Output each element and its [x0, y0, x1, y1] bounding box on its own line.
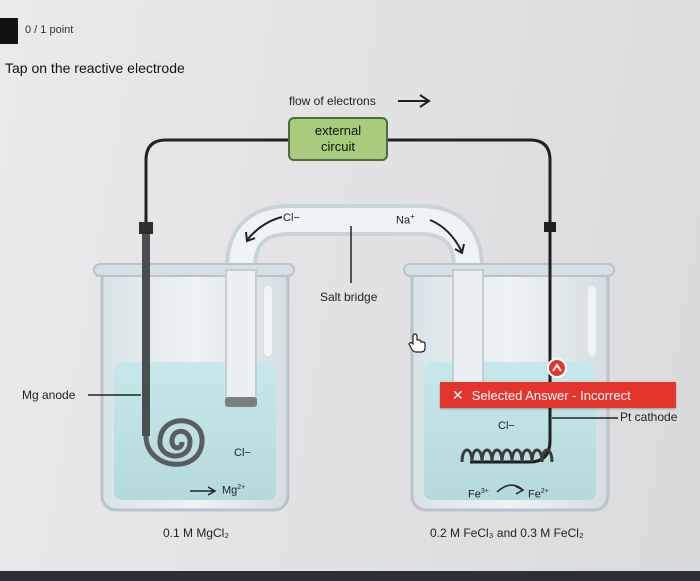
- na-arrow: [429, 219, 465, 255]
- feedback-banner: ✕ Selected Answer - Incorrect: [440, 382, 676, 408]
- question-prompt: Tap on the reactive electrode: [5, 60, 185, 76]
- left-solution-label: 0.1 M MgCl₂: [163, 526, 230, 540]
- bridge-left-plug: [225, 397, 257, 407]
- left-beaker-rim: [93, 263, 295, 277]
- question-marker: [0, 18, 18, 44]
- right-beaker-rim: [403, 263, 615, 277]
- hand-cursor-icon: [408, 333, 426, 353]
- fe2-ion-charge: 2+: [540, 488, 549, 495]
- right-solution-label: 0.2 M FeCl₃ and 0.3 M FeCl₂: [430, 526, 584, 540]
- fe3-ion-label: Fe3+: [468, 488, 489, 501]
- mg-anode-label: Mg anode: [22, 388, 76, 402]
- score-text: 0 / 1 point: [25, 24, 74, 36]
- salt-bridge-tube-inner: [229, 208, 480, 400]
- flow-arrow: [398, 94, 431, 108]
- close-icon: ✕: [452, 386, 464, 403]
- right-wire: [386, 138, 552, 226]
- mg-electrode-rod[interactable]: [142, 226, 150, 436]
- pt-electrode-wire[interactable]: [470, 226, 552, 464]
- external-circuit-label-line2: circuit: [321, 139, 355, 154]
- mg-ion-charge: 2+: [237, 484, 246, 491]
- left-cl-ion-label: Cl−: [234, 447, 251, 459]
- left-beaker-shine: [264, 286, 272, 356]
- fe3-ion-charge: 3+: [480, 488, 489, 495]
- cl-arrow: [245, 216, 283, 243]
- feedback-text: Selected Answer - Incorrect: [471, 387, 631, 403]
- bridge-na-charge: +: [410, 212, 415, 221]
- pt-cathode-label: Pt cathode: [620, 410, 678, 424]
- selection-marker[interactable]: [547, 358, 567, 378]
- fe-conversion-arrow: [496, 484, 525, 495]
- bridge-cl-label: Cl−: [283, 212, 300, 224]
- mg-electrode-clip: [139, 222, 153, 234]
- mg-ion-arrow: [190, 486, 217, 496]
- bridge-left-leg: [225, 269, 257, 401]
- bottom-edge: [0, 571, 700, 581]
- mg-spiral[interactable]: [143, 418, 205, 467]
- selection-marker-icon: [552, 363, 562, 372]
- mg-ion-label: Mg2+: [222, 484, 246, 497]
- external-circuit-box: [288, 117, 388, 161]
- pt-coil[interactable]: [460, 448, 554, 463]
- external-circuit-label-line1: external: [315, 123, 361, 138]
- right-beaker-shine: [588, 286, 596, 356]
- fe2-ion-label: Fe2+: [528, 488, 549, 501]
- right-cl-ion-label: Cl−: [498, 420, 515, 432]
- flow-of-electrons-label: flow of electrons: [289, 94, 376, 108]
- pt-electrode-clip: [544, 222, 556, 232]
- left-wire: [144, 138, 290, 228]
- bridge-na-label: Na+: [396, 212, 415, 227]
- salt-bridge-label: Salt bridge: [320, 290, 378, 304]
- bridge-right-leg: [452, 269, 484, 401]
